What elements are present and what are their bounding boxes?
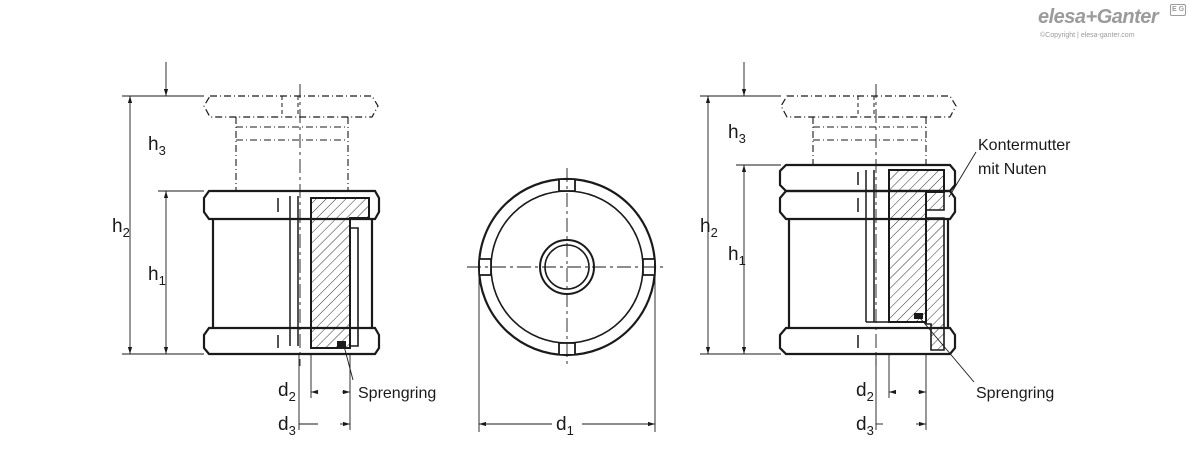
front-slot-top bbox=[558, 180, 576, 192]
right-d2-label: d2 bbox=[856, 380, 874, 404]
right-snap-ring bbox=[914, 313, 923, 319]
right-h3-label: h3 bbox=[728, 122, 746, 146]
right-d3-label: d3 bbox=[856, 414, 874, 438]
left-side-view bbox=[202, 84, 381, 366]
left-d2-label: d2 bbox=[278, 380, 296, 404]
right-knob-head bbox=[780, 95, 957, 118]
left-d3-label: d3 bbox=[278, 414, 296, 438]
left-knob-stem bbox=[235, 117, 349, 191]
left-section-hatch bbox=[310, 197, 370, 349]
left-snap-ring bbox=[337, 341, 346, 347]
right-h1-label: h1 bbox=[728, 244, 746, 268]
left-h2-label: h2 bbox=[112, 216, 130, 240]
right-locknut-callout-line2: mit Nuten bbox=[978, 161, 1046, 178]
left-bottom-flange bbox=[202, 326, 381, 356]
left-labels: h3 h2 h1 d2 d3 Sprengring bbox=[112, 134, 436, 438]
right-dimensions bbox=[700, 62, 977, 430]
left-h1-label: h1 bbox=[148, 264, 166, 288]
right-h2-label: h2 bbox=[700, 216, 718, 240]
brand-badge: E G bbox=[1170, 4, 1186, 16]
brand-logo-text: elesa+Ganter bbox=[1038, 6, 1159, 28]
brand-logo: elesa+Ganter ©Copyright | elesa-ganter.c… bbox=[1038, 4, 1188, 46]
right-snap-ring-callout: Sprengring bbox=[976, 385, 1054, 402]
right-bottom-flange bbox=[778, 326, 957, 356]
left-top-flange bbox=[202, 189, 381, 221]
right-section-hatch-body bbox=[925, 217, 945, 351]
right-labels: h3 h2 h1 d2 d3 Kontermutter mit Nuten Sp… bbox=[700, 122, 1071, 438]
left-snap-ring-callout: Sprengring bbox=[358, 385, 436, 402]
right-knob-stem bbox=[812, 117, 927, 165]
right-side-view bbox=[778, 84, 957, 366]
front-view bbox=[467, 168, 667, 366]
front-d1-label: d1 bbox=[556, 414, 574, 438]
front-dimensions bbox=[478, 275, 656, 432]
left-h3-label: h3 bbox=[148, 134, 166, 158]
left-knob-head bbox=[203, 95, 379, 118]
left-dimensions bbox=[122, 62, 354, 430]
brand-copyright: ©Copyright | elesa-ganter.com bbox=[1040, 32, 1135, 39]
right-locknut-callout-line1: Kontermutter bbox=[978, 137, 1071, 154]
